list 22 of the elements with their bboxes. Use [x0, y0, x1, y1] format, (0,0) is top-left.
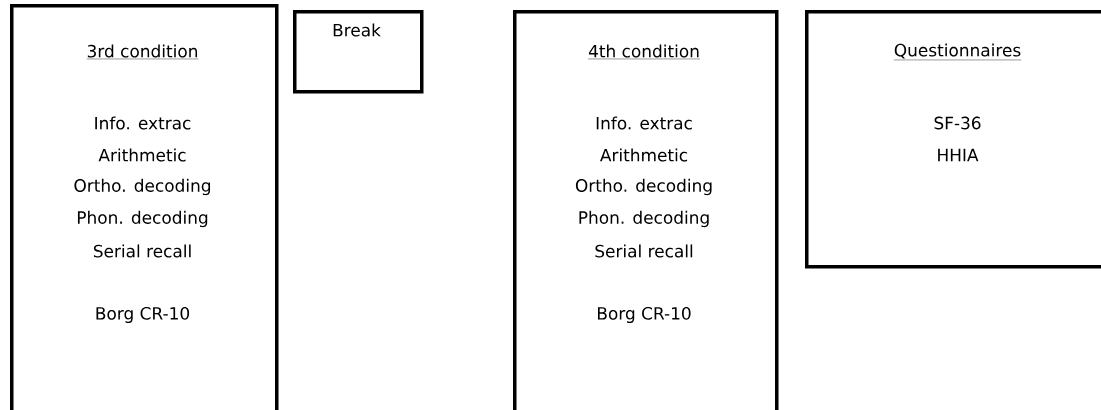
list-item: Phon. decoding — [579, 210, 709, 228]
condition-box — [513, 10, 779, 410]
list-item: Arithmetic — [600, 148, 688, 162]
box-label: Break — [333, 23, 381, 37]
condition-box — [293, 10, 424, 94]
condition-box — [10, 4, 279, 410]
list-item: SF-36 — [934, 116, 981, 130]
list-item: Serial recall — [93, 244, 191, 258]
list-item: HHIA — [938, 148, 979, 162]
list-item: Ortho. decoding — [575, 178, 712, 196]
list-item: Arithmetic — [98, 148, 186, 162]
list-item: Serial recall — [595, 244, 693, 258]
list-item: Ortho. decoding — [74, 178, 211, 196]
list-item: Phon. decoding — [77, 210, 208, 228]
box-heading: 4th condition — [587, 44, 701, 60]
list-item: Borg CR-10 — [96, 306, 190, 324]
box-heading: Questionnaires — [893, 43, 1022, 61]
condition-box — [805, 10, 1101, 269]
box-heading: 3rd condition — [86, 44, 199, 60]
list-item: Borg CR-10 — [598, 306, 691, 324]
list-item: Info. extrac — [596, 116, 692, 130]
list-item: Info. extrac — [95, 116, 191, 130]
